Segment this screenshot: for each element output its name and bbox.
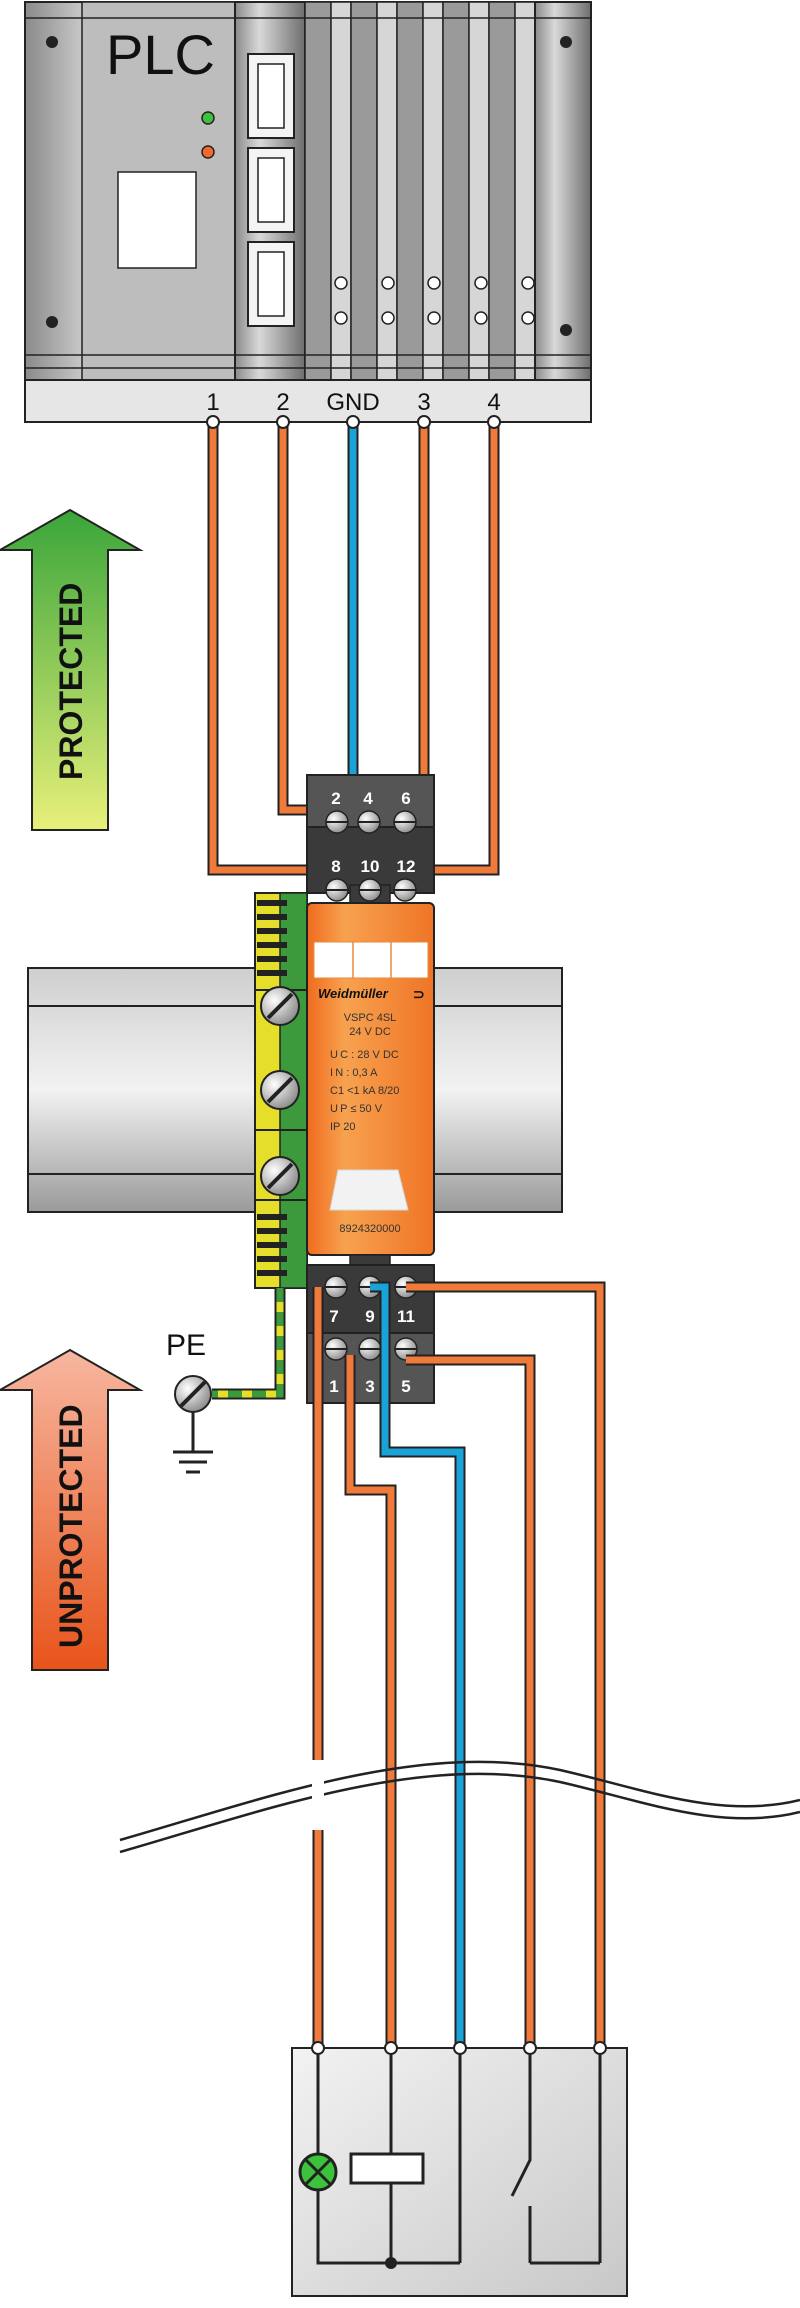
terminal-label-6: 6 xyxy=(401,789,410,808)
surge-protection-module: Weidmüller ⊃ VSPC 4SL 24 V DC U C : 28 V… xyxy=(306,902,435,1256)
module-marker-strip xyxy=(313,941,429,979)
cable-break-mask xyxy=(312,1760,324,1830)
plc-terminal-label-gnd: GND xyxy=(326,389,379,416)
module-spec-in: I N : 0,3 A xyxy=(330,1067,378,1079)
wire-field-gnd xyxy=(370,1283,464,2048)
terminal-label-9: 9 xyxy=(365,1307,374,1326)
module-release-latch xyxy=(329,1169,409,1211)
module-part-number: 8924320000 xyxy=(339,1223,400,1235)
terminal-label-3: 3 xyxy=(365,1377,374,1396)
ground-symbol-icon xyxy=(173,1412,213,1474)
module-spec-uc: U C : 28 V DC xyxy=(330,1049,399,1061)
plc-terminal-strip xyxy=(24,379,592,423)
brand-logo-icon: ⊃ xyxy=(413,986,425,1002)
relay-coil-icon xyxy=(349,2152,425,2185)
terminal-label-11: 11 xyxy=(397,1307,415,1326)
top-terminal-block: 2 4 6 8 10 12 xyxy=(306,774,435,904)
ground-screws xyxy=(260,986,300,1196)
protected-label: PROTECTED xyxy=(53,583,89,780)
pe-ground: PE xyxy=(166,1288,286,1474)
module-spec-c1: C1 <1 kA 8/20 xyxy=(330,1085,399,1097)
plc-display xyxy=(117,171,197,269)
unprotected-arrow: UNPROTECTED xyxy=(0,1348,144,1671)
terminal-label-1: 1 xyxy=(329,1377,338,1396)
junction-node xyxy=(385,2257,397,2269)
unprotected-label: UNPROTECTED xyxy=(53,1404,89,1648)
status-led-orange xyxy=(201,145,215,159)
module-model: VSPC 4SL xyxy=(344,1012,397,1024)
status-led-green xyxy=(201,111,215,125)
terminal-label-2: 2 xyxy=(331,789,340,808)
plc-io-slices xyxy=(304,1,592,381)
plc-terminal-label-2: 2 xyxy=(276,389,289,416)
terminal-label-7: 7 xyxy=(329,1307,338,1326)
plc-terminal-label-4: 4 xyxy=(487,389,500,416)
field-device-box xyxy=(291,2041,628,2297)
bottom-terminal-block: 7 9 11 1 3 5 xyxy=(306,1254,435,1404)
wire-field-4 xyxy=(406,1283,604,2048)
plc-sockets xyxy=(247,53,295,327)
indicator-lamp-icon xyxy=(298,2152,338,2192)
module-voltage: 24 V DC xyxy=(349,1026,391,1038)
wire-plc-2 xyxy=(279,422,320,814)
terminal-label-4: 4 xyxy=(363,789,373,808)
wire-field-3 xyxy=(406,1356,534,2048)
plc-terminal-label-1: 1 xyxy=(206,389,219,416)
pe-label: PE xyxy=(166,1329,206,1362)
plc-io-contacts xyxy=(334,276,535,325)
plc-unit: PLC 1 2 GND 3 4 xyxy=(24,1,592,423)
protected-arrow: PROTECTED xyxy=(0,508,144,831)
plc-terminal-label-3: 3 xyxy=(417,389,430,416)
terminal-label-5: 5 xyxy=(401,1377,410,1396)
module-spec-ip: IP 20 xyxy=(330,1121,356,1133)
terminal-label-10: 10 xyxy=(361,857,380,876)
terminal-label-8: 8 xyxy=(331,857,340,876)
module-spec-up: U P ≤ 50 V xyxy=(330,1103,383,1115)
wire-plc-3 xyxy=(405,422,428,814)
module-brand: Weidmüller xyxy=(318,986,389,1001)
wire-field-2 xyxy=(346,1355,395,2048)
ground-block xyxy=(254,892,308,1289)
terminal-label-12: 12 xyxy=(397,857,416,876)
cable-break xyxy=(119,1760,800,1854)
plc-title: PLC xyxy=(106,23,215,86)
unprotected-wiring xyxy=(312,1281,606,2048)
